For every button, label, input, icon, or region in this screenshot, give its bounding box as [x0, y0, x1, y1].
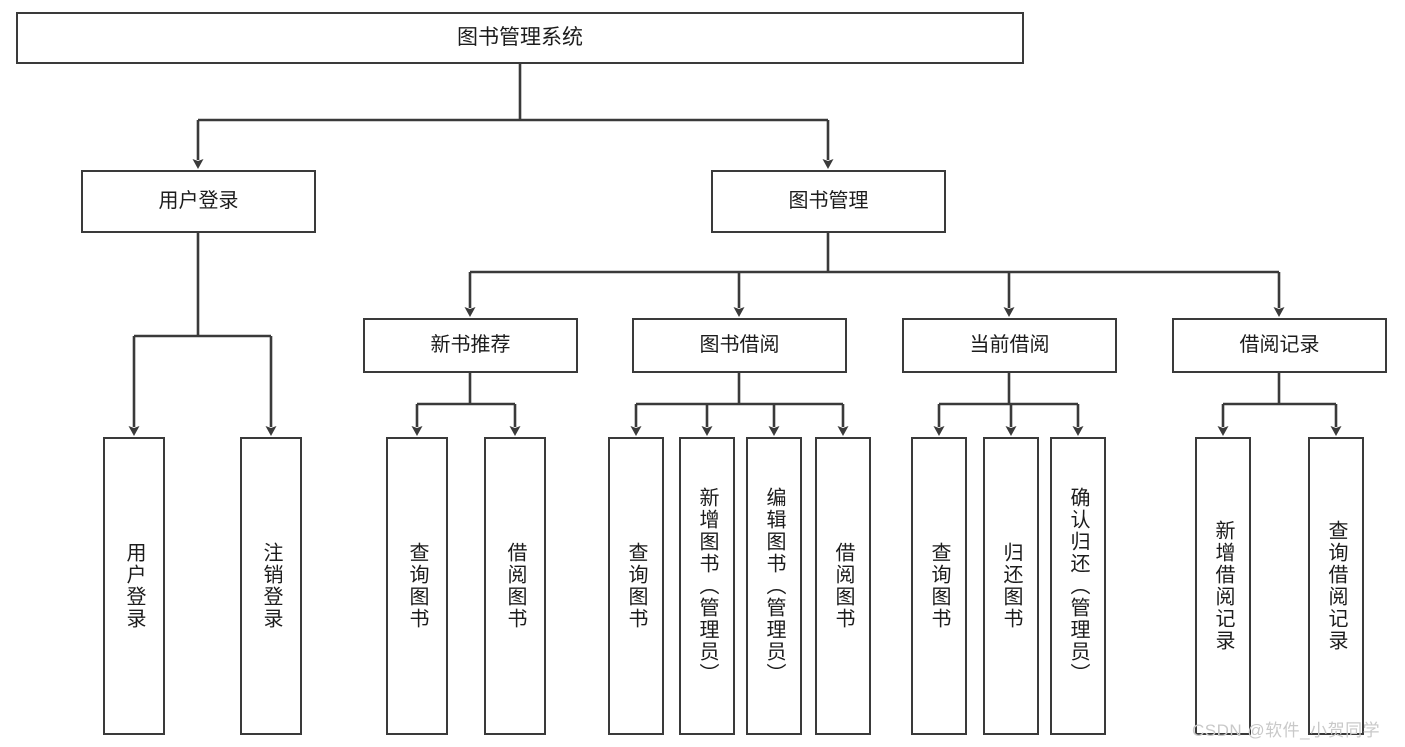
- node-current-borrow-label: 当前借阅: [969, 333, 1050, 356]
- node-new-book-rec[interactable]: 新书推荐: [363, 318, 578, 373]
- node-leaf-add-record[interactable]: 新增借阅记录: [1195, 437, 1251, 735]
- node-borrow-record-label: 借阅记录: [1239, 333, 1320, 356]
- node-leaf-query-record[interactable]: 查询借阅记录: [1308, 437, 1364, 735]
- node-leaf-return-book[interactable]: 归还图书: [983, 437, 1039, 735]
- node-leaf-user-logout-label: 注销登录: [260, 542, 282, 630]
- node-leaf-borrow-book-brw-label: 借阅图书: [832, 542, 854, 630]
- node-leaf-edit-book[interactable]: 编辑图书（管理员）: [746, 437, 802, 735]
- node-leaf-user-logout[interactable]: 注销登录: [240, 437, 302, 735]
- node-leaf-return-book-label: 归还图书: [1000, 542, 1022, 630]
- node-leaf-borrow-book-rec[interactable]: 借阅图书: [484, 437, 546, 735]
- node-root-label: 图书管理系统: [457, 25, 583, 49]
- node-leaf-confirm-return-label: 确认归还（管理员）: [1067, 487, 1089, 685]
- node-leaf-add-book-label: 新增图书（管理员）: [696, 487, 718, 685]
- node-book-manage-label: 图书管理: [788, 189, 869, 212]
- node-leaf-add-record-label: 新增借阅记录: [1212, 520, 1234, 652]
- node-user-login[interactable]: 用户登录: [81, 170, 316, 233]
- node-book-borrow[interactable]: 图书借阅: [632, 318, 847, 373]
- node-leaf-query-book-cur[interactable]: 查询图书: [911, 437, 967, 735]
- node-leaf-query-book-rec-label: 查询图书: [406, 542, 428, 630]
- node-leaf-confirm-return[interactable]: 确认归还（管理员）: [1050, 437, 1106, 735]
- node-leaf-query-book-cur-label: 查询图书: [928, 542, 950, 630]
- node-leaf-query-book-brw-label: 查询图书: [625, 542, 647, 630]
- node-leaf-query-book-brw[interactable]: 查询图书: [608, 437, 664, 735]
- node-borrow-record[interactable]: 借阅记录: [1172, 318, 1387, 373]
- node-root[interactable]: 图书管理系统: [16, 12, 1024, 64]
- node-leaf-add-book[interactable]: 新增图书（管理员）: [679, 437, 735, 735]
- node-leaf-borrow-book-rec-label: 借阅图书: [504, 542, 526, 630]
- node-leaf-query-record-label: 查询借阅记录: [1325, 520, 1347, 652]
- node-current-borrow[interactable]: 当前借阅: [902, 318, 1117, 373]
- node-book-manage[interactable]: 图书管理: [711, 170, 946, 233]
- node-new-book-rec-label: 新书推荐: [430, 333, 511, 356]
- node-leaf-borrow-book-brw[interactable]: 借阅图书: [815, 437, 871, 735]
- node-leaf-user-login-label: 用户登录: [123, 542, 145, 630]
- node-leaf-edit-book-label: 编辑图书（管理员）: [763, 487, 785, 685]
- node-leaf-query-book-rec[interactable]: 查询图书: [386, 437, 448, 735]
- node-user-login-label: 用户登录: [158, 189, 239, 212]
- csdn-watermark: CSDN @软件_小贺同学: [1192, 721, 1381, 740]
- node-leaf-user-login[interactable]: 用户登录: [103, 437, 165, 735]
- node-book-borrow-label: 图书借阅: [699, 333, 780, 356]
